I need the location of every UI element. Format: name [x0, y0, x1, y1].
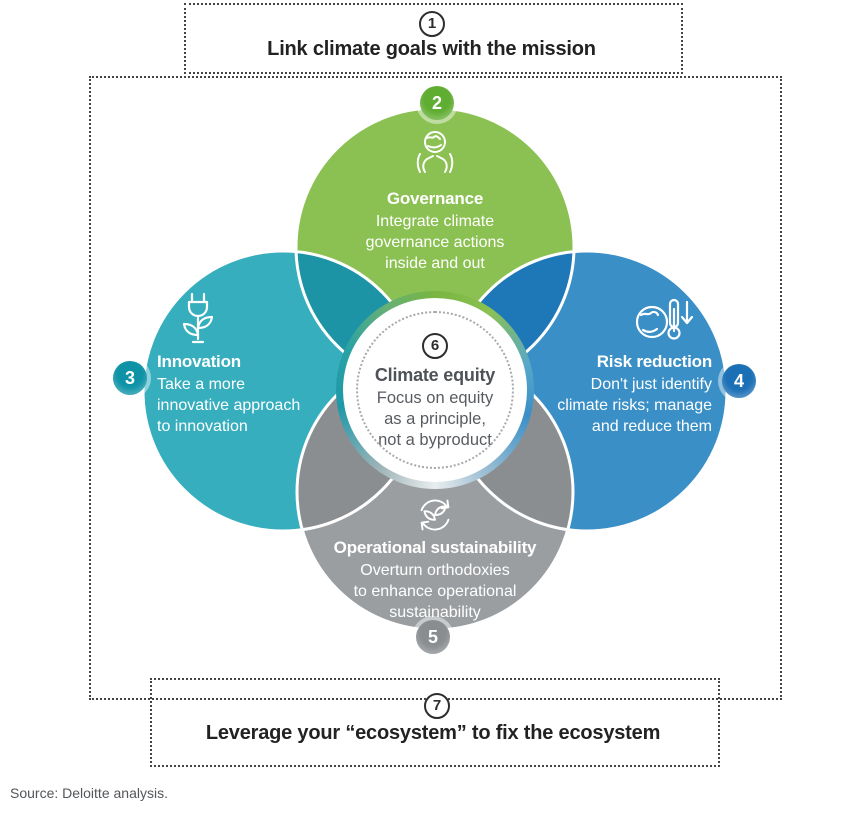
center-ring: 6 Climate equity Focus on equity as a pr… — [336, 291, 534, 489]
source-note: Source: Deloitte analysis. — [10, 785, 168, 801]
governance-line: governance actions — [365, 234, 505, 251]
risk-operational-overlap — [447, 354, 573, 531]
innovation-text: Innovation Take a more innovative approa… — [157, 352, 335, 437]
governance-innovation-overlap — [296, 251, 423, 386]
center-line: Focus on equity — [376, 389, 494, 407]
innovation-line: innovative approach — [157, 397, 301, 414]
governance-title: Governance — [386, 189, 484, 208]
center-content: 6 Climate equity Focus on equity as a pr… — [336, 291, 534, 489]
innovation-title: Innovation — [157, 352, 241, 371]
hands-holding-globe-icon — [416, 131, 454, 173]
center-title: Climate equity — [374, 365, 496, 385]
globe-thermometer-icon — [635, 298, 694, 340]
governance-number-badge: 2 — [420, 86, 454, 120]
leaf-cycle-icon — [420, 499, 450, 531]
innovation-operational-overlap — [297, 354, 423, 531]
governance-line: Integrate climate — [375, 213, 495, 230]
innovation-line: Take a more — [157, 376, 246, 393]
operational-number-badge: 5 — [416, 620, 450, 654]
center-line: as a principle, — [384, 410, 486, 428]
step1-number-badge: 1 — [419, 11, 445, 37]
risk-line: climate risks; manage — [557, 397, 712, 414]
center-line: not a byproduct — [378, 431, 492, 449]
governance-line: inside and out — [385, 255, 485, 272]
governance-risk-overlap — [447, 251, 574, 386]
operational-line: Overturn orthodoxies — [360, 562, 510, 579]
governance-text: Governance Integrate climate governance … — [325, 189, 545, 274]
innovation-number-badge: 3 — [113, 361, 147, 395]
center-number-badge: 6 — [422, 333, 448, 359]
step7-number-badge: 7 — [424, 693, 450, 719]
risk-line: Don't just identify — [590, 376, 712, 393]
step7-frame — [150, 678, 720, 767]
center-body: Focus on equity as a principle, not a by… — [355, 388, 515, 451]
risk-title: Risk reduction — [596, 352, 712, 371]
step1-frame — [184, 3, 683, 74]
step7-title: Leverage your “ecosystem” to fix the eco… — [205, 722, 661, 744]
operational-line: to enhance operational — [353, 583, 517, 600]
innovation-line: to innovation — [157, 418, 248, 435]
step1-title: Link climate goals with the mission — [267, 38, 596, 60]
center-dotted-border — [356, 311, 514, 469]
operational-text: Operational sustainability Overturn orth… — [320, 538, 550, 623]
risk-text: Risk reduction Don't just identify clima… — [532, 352, 712, 437]
risk-number-badge: 4 — [722, 364, 756, 398]
operational-title: Operational sustainability — [333, 538, 537, 557]
eco-plug-icon — [182, 292, 214, 344]
risk-line: and reduce them — [591, 418, 712, 435]
operational-line: sustainability — [389, 604, 481, 621]
